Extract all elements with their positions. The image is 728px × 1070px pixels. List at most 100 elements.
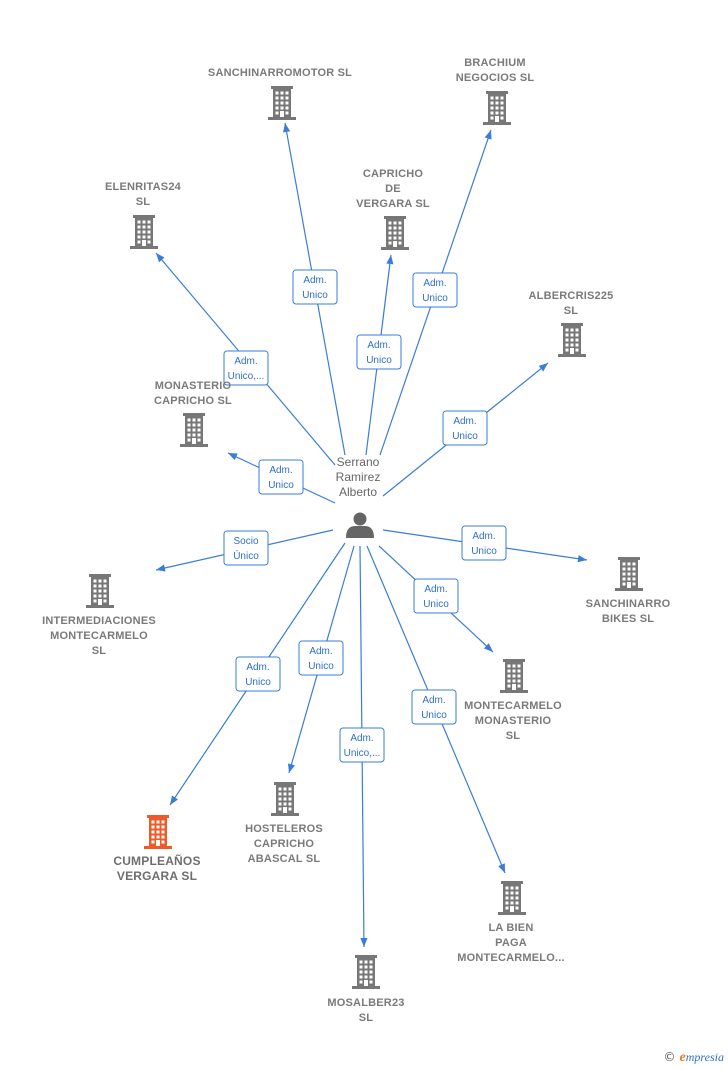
- edge-label[interactable]: Adm.Unico,...: [339, 727, 385, 763]
- building-icon: [130, 215, 158, 249]
- company-name: CAPRICHO: [363, 168, 424, 180]
- edge-label-text: Adm.: [424, 584, 447, 595]
- edge-label[interactable]: Adm. Unico: [413, 578, 459, 614]
- brand-name: mpresia: [685, 1050, 724, 1064]
- company-name: INTERMEDIACIONES: [42, 615, 156, 627]
- edge-label-box: [413, 578, 459, 614]
- building-icon: [352, 955, 380, 989]
- person-name: Alberto: [339, 485, 377, 499]
- company-name: CAPRICHO: [254, 838, 315, 850]
- building-icon: [144, 815, 172, 849]
- company-name: BIKES SL: [602, 613, 654, 625]
- building-icon: [615, 557, 643, 591]
- building-icon: [271, 782, 299, 816]
- edges-layer: Adm.UnicoAdm.Unico,...Adm.UnicoAdm.Unico…: [155, 122, 588, 948]
- company-node-la-bien-paga[interactable]: LA BIENPAGAMONTECARMELO...: [457, 881, 565, 964]
- edge-elenritas24: Adm. Unico,...: [155, 252, 336, 466]
- building-icon: [558, 323, 586, 357]
- company-name: SL: [506, 730, 521, 742]
- company-name: LA BIEN: [489, 922, 534, 934]
- company-name: CAPRICHO SL: [154, 395, 232, 407]
- company-name: HOSTELEROS: [245, 823, 323, 835]
- edge-label-text: Adm.: [234, 356, 257, 367]
- edge-label-text: Unico: [308, 661, 334, 672]
- edge-label[interactable]: Adm.Unico: [356, 334, 402, 370]
- edge-label-box: [258, 459, 304, 495]
- company-name: MOSALBER23: [327, 997, 404, 1009]
- edge-label-box: [339, 727, 385, 763]
- company-name: VERGARA SL: [117, 869, 197, 883]
- company-node-sanchinarro-bikes[interactable]: SANCHINARRO BIKES SL: [586, 557, 671, 625]
- arrow-head-icon: [386, 255, 394, 265]
- arrow-head-icon: [156, 253, 165, 263]
- edge-label-box: [442, 410, 488, 446]
- company-name: MONASTERIO: [155, 380, 232, 392]
- edge-label-box: [298, 640, 344, 676]
- edge-label-text: Adm.: [309, 646, 332, 657]
- edge-label-text: Socio: [233, 536, 258, 547]
- edge-label[interactable]: Adm. Unico: [292, 269, 338, 305]
- edge-label-text: Adm.: [453, 416, 476, 427]
- edge-label[interactable]: Adm.Unico: [235, 656, 281, 692]
- edge-label-text: Adm.: [303, 275, 326, 286]
- edge-label-text: Unico: [452, 431, 478, 442]
- edge-label[interactable]: Adm. Unico: [412, 272, 458, 308]
- edge-label-text: Unico,...: [228, 371, 265, 382]
- company-name: VERGARA SL: [356, 198, 430, 210]
- company-node-monasterio-capricho[interactable]: MONASTERIO CAPRICHO SL: [154, 380, 232, 447]
- edge-label-text: Unico: [302, 290, 328, 301]
- company-name: CUMPLEAÑOS: [113, 853, 200, 868]
- edge-la-bien-paga: Adm. Unico: [366, 545, 506, 874]
- company-name: SANCHINARRO: [586, 598, 671, 610]
- edge-label-text: Adm.: [422, 695, 445, 706]
- edge-label-text: Unico: [245, 677, 271, 688]
- company-node-capricho-vergara[interactable]: CAPRICHO DE VERGARA SL: [356, 168, 430, 250]
- edge-label-box: [356, 334, 402, 370]
- edge-label-text: Único: [233, 549, 259, 562]
- arrow-head-icon: [538, 363, 548, 372]
- edge-monasterio-capricho: Adm.Unico: [227, 452, 336, 504]
- company-name: MONASTERIO: [475, 715, 552, 727]
- edge-label[interactable]: Adm. Unico: [442, 410, 488, 446]
- edge-sanchinarro-bikes: Adm. Unico: [382, 525, 588, 563]
- empresia-logo[interactable]: ©empresia: [664, 1050, 724, 1066]
- company-name: DE: [385, 183, 401, 195]
- company-name: BRACHIUM: [464, 57, 525, 69]
- company-name: PAGA: [495, 937, 527, 949]
- edge-label[interactable]: Adm.Unico: [258, 459, 304, 495]
- edge-label-text: Unico: [422, 293, 448, 304]
- building-icon: [498, 881, 526, 915]
- edge-sanchinarromotor: Adm. Unico: [283, 122, 346, 456]
- edge-mosalber23: Adm.Unico,...: [339, 545, 385, 948]
- arrow-head-icon: [170, 795, 178, 805]
- edge-label-text: Unico: [471, 546, 497, 557]
- edge-label[interactable]: Adm. Unico: [461, 525, 507, 561]
- company-name: SANCHINARROMOTOR SL: [208, 67, 352, 79]
- edge-label[interactable]: Adm. Unico: [298, 640, 344, 676]
- edge-label-text: Unico: [423, 599, 449, 610]
- edge-label[interactable]: Adm. Unico,...: [223, 350, 269, 386]
- edge-label[interactable]: Adm.Unico: [411, 689, 457, 725]
- company-node-sanchinarromotor[interactable]: SANCHINARROMOTOR SL: [208, 67, 352, 120]
- edge-label-text: Unico: [268, 480, 294, 491]
- edge-label-box: [411, 689, 457, 725]
- edge-label-text: Adm.: [472, 531, 495, 542]
- edge-label-text: Adm.: [423, 278, 446, 289]
- arrow-head-icon: [360, 937, 368, 947]
- edge-label-text: Adm.: [350, 733, 373, 744]
- company-name: SL: [92, 645, 107, 657]
- edge-label-box: [461, 525, 507, 561]
